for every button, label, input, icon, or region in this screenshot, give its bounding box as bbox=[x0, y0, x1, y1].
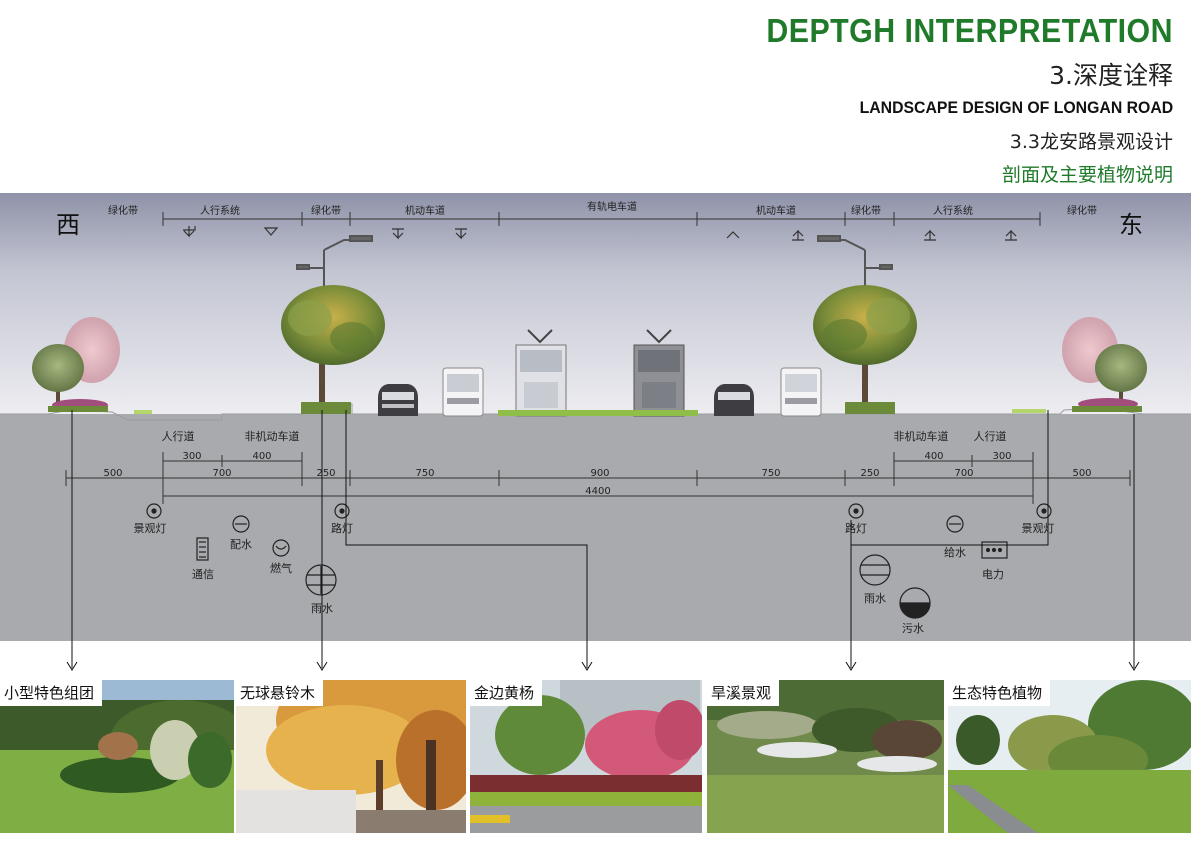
dim-inner-3: 400 bbox=[924, 451, 943, 462]
photo-dry-creek: 旱溪景观 bbox=[707, 680, 944, 833]
ground bbox=[0, 414, 1191, 641]
bus-west bbox=[442, 367, 484, 417]
plant-group-east bbox=[1012, 317, 1147, 413]
dim-main-1: 500 bbox=[103, 468, 122, 479]
label-stormwater-e: 雨水 bbox=[864, 592, 886, 605]
dim-main-3: 250 bbox=[316, 468, 335, 479]
direction-east: 东 bbox=[1119, 211, 1143, 239]
direction-arrows bbox=[183, 226, 1017, 241]
title-chinese: 3.深度诠释 bbox=[1049, 61, 1173, 90]
label-water-distribution: 配水 bbox=[230, 538, 252, 551]
subtitle-english: LANDSCAPE DESIGN OF LONGAN ROAD bbox=[859, 98, 1173, 117]
label-streetlight-w: 路灯 bbox=[331, 522, 353, 535]
label-sidewalk-w: 人行道 bbox=[162, 429, 195, 443]
label-sidewalk-e: 人行道 bbox=[974, 429, 1007, 443]
dim-inner-2: 400 bbox=[252, 451, 271, 462]
dim-main-9: 500 bbox=[1072, 468, 1091, 479]
car-west bbox=[378, 384, 418, 416]
subtitle-chinese: 3.3龙安路景观设计 bbox=[1009, 131, 1173, 153]
dimension-lines bbox=[65, 452, 1131, 504]
caption-dry-creek: 旱溪景观 bbox=[707, 680, 780, 706]
label-green-belt-w2: 绿化带 bbox=[311, 204, 341, 217]
label-tram-lane: 有轨电车道 bbox=[587, 200, 637, 213]
tram-green-strip bbox=[498, 410, 698, 416]
tree-east bbox=[813, 285, 917, 414]
dim-main-7: 250 bbox=[860, 468, 879, 479]
dim-inner-4: 300 bbox=[992, 451, 1011, 462]
label-green-belt-e: 绿化带 bbox=[1067, 204, 1097, 217]
utility-symbols bbox=[146, 503, 1052, 619]
label-sewage: 污水 bbox=[902, 622, 924, 635]
plant-group-west bbox=[32, 317, 152, 414]
dim-main-4: 750 bbox=[415, 468, 434, 479]
photo-platanus: 无球悬铃木 bbox=[236, 680, 466, 833]
section-description: 剖面及主要植物说明 bbox=[1001, 164, 1173, 186]
dim-main-8: 700 bbox=[954, 468, 973, 479]
road-cross-section: 绿化带 人行系统 绿化带 机动车道 有轨电车道 机动车道 绿化带 人行系统 绿化… bbox=[0, 193, 1191, 641]
title-english: DEPTGH INTERPRETATION bbox=[766, 12, 1173, 49]
label-bike-lane-w: 非机动车道 bbox=[245, 429, 300, 443]
caption-golden-euonymus: 金边黄杨 bbox=[470, 680, 543, 706]
label-green-belt-e2: 绿化带 bbox=[851, 204, 881, 217]
label-landscape-light-e: 景观灯 bbox=[1022, 522, 1055, 535]
photo-small-plant-cluster: 小型特色组团 bbox=[0, 680, 234, 833]
photo-ecological-plants: 生态特色植物 bbox=[948, 680, 1191, 833]
dim-main-5: 900 bbox=[590, 468, 609, 479]
car-east bbox=[714, 384, 754, 416]
label-telecom: 通信 bbox=[192, 568, 214, 581]
direction-west: 西 bbox=[56, 211, 80, 239]
dim-inner-1: 300 bbox=[182, 451, 201, 462]
tram-west bbox=[515, 329, 567, 417]
sky bbox=[0, 193, 1191, 418]
top-dimension-line bbox=[162, 212, 1041, 226]
label-ped-system-e: 人行系统 bbox=[933, 204, 973, 217]
dim-total: 4400 bbox=[585, 486, 610, 497]
label-bike-lane-e: 非机动车道 bbox=[894, 429, 949, 443]
bus-east bbox=[780, 367, 822, 417]
tree-west bbox=[281, 285, 385, 414]
label-motor-lane-e: 机动车道 bbox=[756, 204, 796, 217]
dim-main-6: 750 bbox=[761, 468, 780, 479]
label-power: 电力 bbox=[982, 568, 1004, 581]
caption-small-plant-cluster: 小型特色组团 bbox=[0, 680, 103, 706]
tram-east bbox=[633, 329, 685, 417]
leader-lines bbox=[66, 410, 1140, 671]
label-ped-system-w: 人行系统 bbox=[200, 204, 240, 217]
label-green-belt-w: 绿化带 bbox=[108, 204, 138, 217]
caption-platanus: 无球悬铃木 bbox=[236, 680, 324, 706]
caption-ecological-plants: 生态特色植物 bbox=[948, 680, 1051, 706]
label-landscape-light-w: 景观灯 bbox=[134, 522, 167, 535]
label-gas: 燃气 bbox=[270, 561, 292, 575]
photo-golden-euonymus: 金边黄杨 bbox=[470, 680, 702, 833]
label-motor-lane-w: 机动车道 bbox=[405, 204, 445, 217]
dim-main-2: 700 bbox=[212, 468, 231, 479]
label-water-supply: 给水 bbox=[944, 546, 966, 559]
